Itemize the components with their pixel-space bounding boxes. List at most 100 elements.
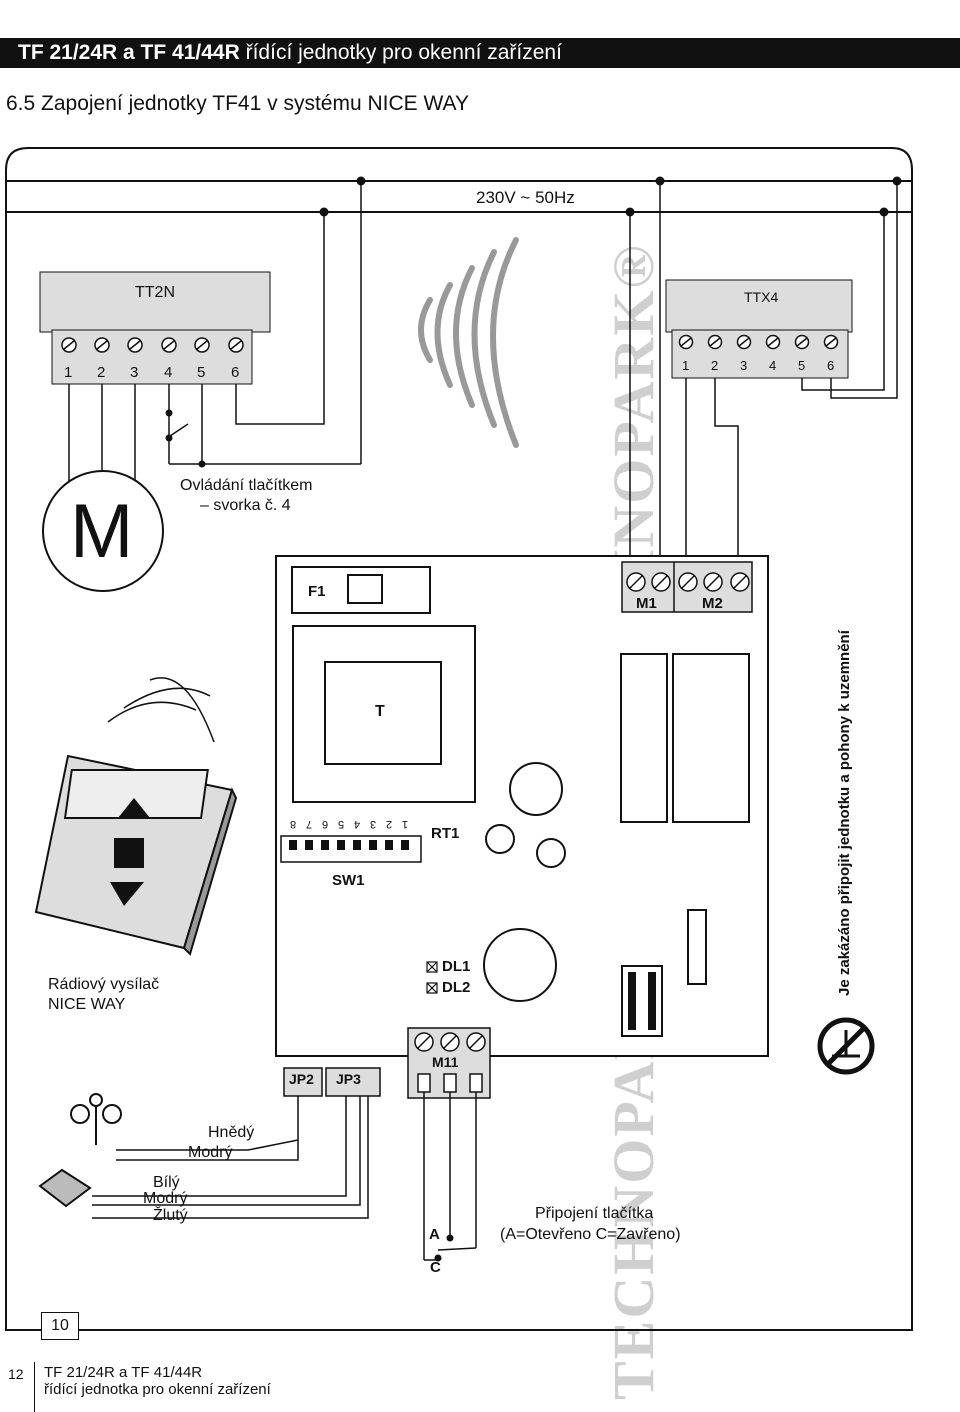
tt2n-terminal-5: 5	[197, 364, 206, 381]
tt2n-title: TT2N	[135, 284, 175, 301]
jp2-label: JP2	[289, 1071, 314, 1087]
anemometer-icon	[70, 1093, 122, 1145]
relay-right	[672, 653, 750, 823]
capacitor-small-2	[536, 838, 566, 868]
dip-switch-levers	[289, 840, 409, 850]
ttx4-terminal-4: 4	[769, 358, 777, 373]
header-title: TF 21/24R a TF 41/44R řídící jednotky pr…	[18, 41, 562, 65]
relay-left	[620, 653, 668, 823]
tt2n-terminal-2: 2	[97, 364, 106, 381]
chip	[621, 965, 663, 1037]
dip-switch-label: SW1	[332, 872, 365, 889]
jp3-label: JP3	[336, 1071, 361, 1087]
ground-warning: Je zakázáno připojit jednotku a pohony k…	[836, 630, 853, 996]
transformer-inner	[324, 661, 442, 765]
switch-a-label: A	[429, 1226, 440, 1243]
ttx4-terminal-1: 1	[682, 358, 690, 373]
transformer-label: T	[375, 703, 385, 720]
ttx4-title: TTX4	[744, 289, 779, 305]
footer-text: TF 21/24R a TF 41/44R řídící jednotka pr…	[44, 1364, 271, 1398]
header-bar: TF 21/24R a TF 41/44R řídící jednotky pr…	[0, 38, 960, 68]
m11-label: M11	[432, 1054, 459, 1070]
tt2n-terminal-6: 6	[231, 364, 240, 381]
fuse	[347, 574, 383, 604]
button-note-line2: – svorka č. 4	[200, 497, 291, 514]
header-title-bold: TF 21/24R a TF 41/44R	[18, 41, 240, 64]
footer-line2: řídící jednotka pro okenní zařízení	[44, 1381, 271, 1398]
transformer-outer	[292, 625, 476, 803]
wind-wire-brown: Hnědý	[208, 1124, 255, 1141]
jp2-connector	[283, 1067, 323, 1097]
button-wires	[423, 1092, 477, 1261]
button-connection-line2: (A=Otevřeno C=Zavřeno)	[500, 1226, 681, 1243]
dip-number-3: 3	[370, 818, 377, 830]
button-note-line1: Ovládání tlačítkem	[180, 477, 313, 494]
trimmer-label: RT1	[431, 825, 460, 842]
dip-number-8: 8	[290, 818, 297, 830]
ttx4-wires	[629, 181, 898, 572]
tt2n-box	[39, 271, 271, 333]
sun-wire-blue: Modrý	[143, 1190, 188, 1207]
capacitor-large	[509, 762, 563, 816]
dip-number-4: 4	[354, 818, 361, 830]
power-label: 230V ~ 50Hz	[476, 188, 575, 207]
figure-number: 10	[41, 1312, 79, 1340]
power-lines	[6, 180, 912, 213]
footer-page-number: 12	[8, 1366, 24, 1382]
fuse-label: F1	[308, 583, 326, 600]
diagram-frame	[5, 147, 913, 1331]
sun-wire-white: Bílý	[153, 1174, 180, 1191]
up-arrow-icon	[118, 798, 150, 818]
sensor-wires	[92, 1096, 369, 1219]
no-ground-icon	[817, 1017, 875, 1075]
dip-number-1: 1	[402, 818, 409, 830]
section-title: 6.5 Zapojení jednotky TF41 v systému NIC…	[6, 92, 469, 115]
button-connection-line1: Připojení tlačítka	[535, 1205, 654, 1222]
switch-c-label: C	[430, 1259, 441, 1276]
capacitor-small-1	[485, 824, 515, 854]
dip-switch	[280, 835, 422, 863]
sun-wire-yellow: Žlutý	[153, 1207, 188, 1224]
tt2n-terminal-1: 1	[64, 364, 73, 381]
remote-label-line2: NICE WAY	[48, 996, 126, 1013]
tt2n-terminal-strip	[51, 329, 253, 385]
footer-separator	[34, 1362, 35, 1412]
jp3-connector	[325, 1067, 381, 1097]
tt2n-terminal-3: 3	[130, 364, 139, 381]
fuse-holder	[291, 566, 431, 614]
ttx4-terminal-3: 3	[740, 358, 748, 373]
led-symbols	[426, 961, 438, 994]
motor-symbol	[42, 470, 164, 592]
footer-line1: TF 21/24R a TF 41/44R	[44, 1364, 203, 1381]
tt2n-terminal-4: 4	[164, 364, 173, 381]
stop-square-icon	[114, 838, 144, 868]
ttx4-box	[665, 279, 853, 333]
ttx4-terminal-strip	[671, 329, 849, 379]
dip-number-2: 2	[386, 818, 393, 830]
led2-label: DL2	[442, 979, 471, 996]
dip-number-7: 7	[306, 818, 313, 830]
motor-label: M	[70, 489, 134, 574]
radio-waves	[418, 237, 519, 448]
header-title-rest: řídící jednotky pro okenní zařízení	[239, 41, 562, 64]
remote-waves	[107, 677, 215, 743]
remote-label-line1: Rádiový vysílač	[48, 976, 160, 993]
ttx4-terminal-2: 2	[711, 358, 719, 373]
control-board	[275, 555, 769, 1057]
ttx4-terminal-5: 5	[798, 358, 806, 373]
down-arrow-icon	[110, 882, 144, 906]
switch-dots	[165, 409, 206, 468]
dip-number-6: 6	[322, 818, 329, 830]
power-dots	[319, 176, 902, 217]
wind-wire-blue: Modrý	[188, 1144, 233, 1161]
tt2n-wires	[68, 181, 362, 488]
sun-sensor-icon	[38, 1168, 92, 1208]
m2-label: M2	[702, 595, 723, 612]
m1-label: M1	[636, 595, 657, 612]
connector-right	[687, 909, 707, 985]
buzzer	[483, 928, 557, 1002]
dip-number-5: 5	[338, 818, 345, 830]
ttx4-terminal-6: 6	[827, 358, 835, 373]
led1-label: DL1	[442, 958, 471, 975]
